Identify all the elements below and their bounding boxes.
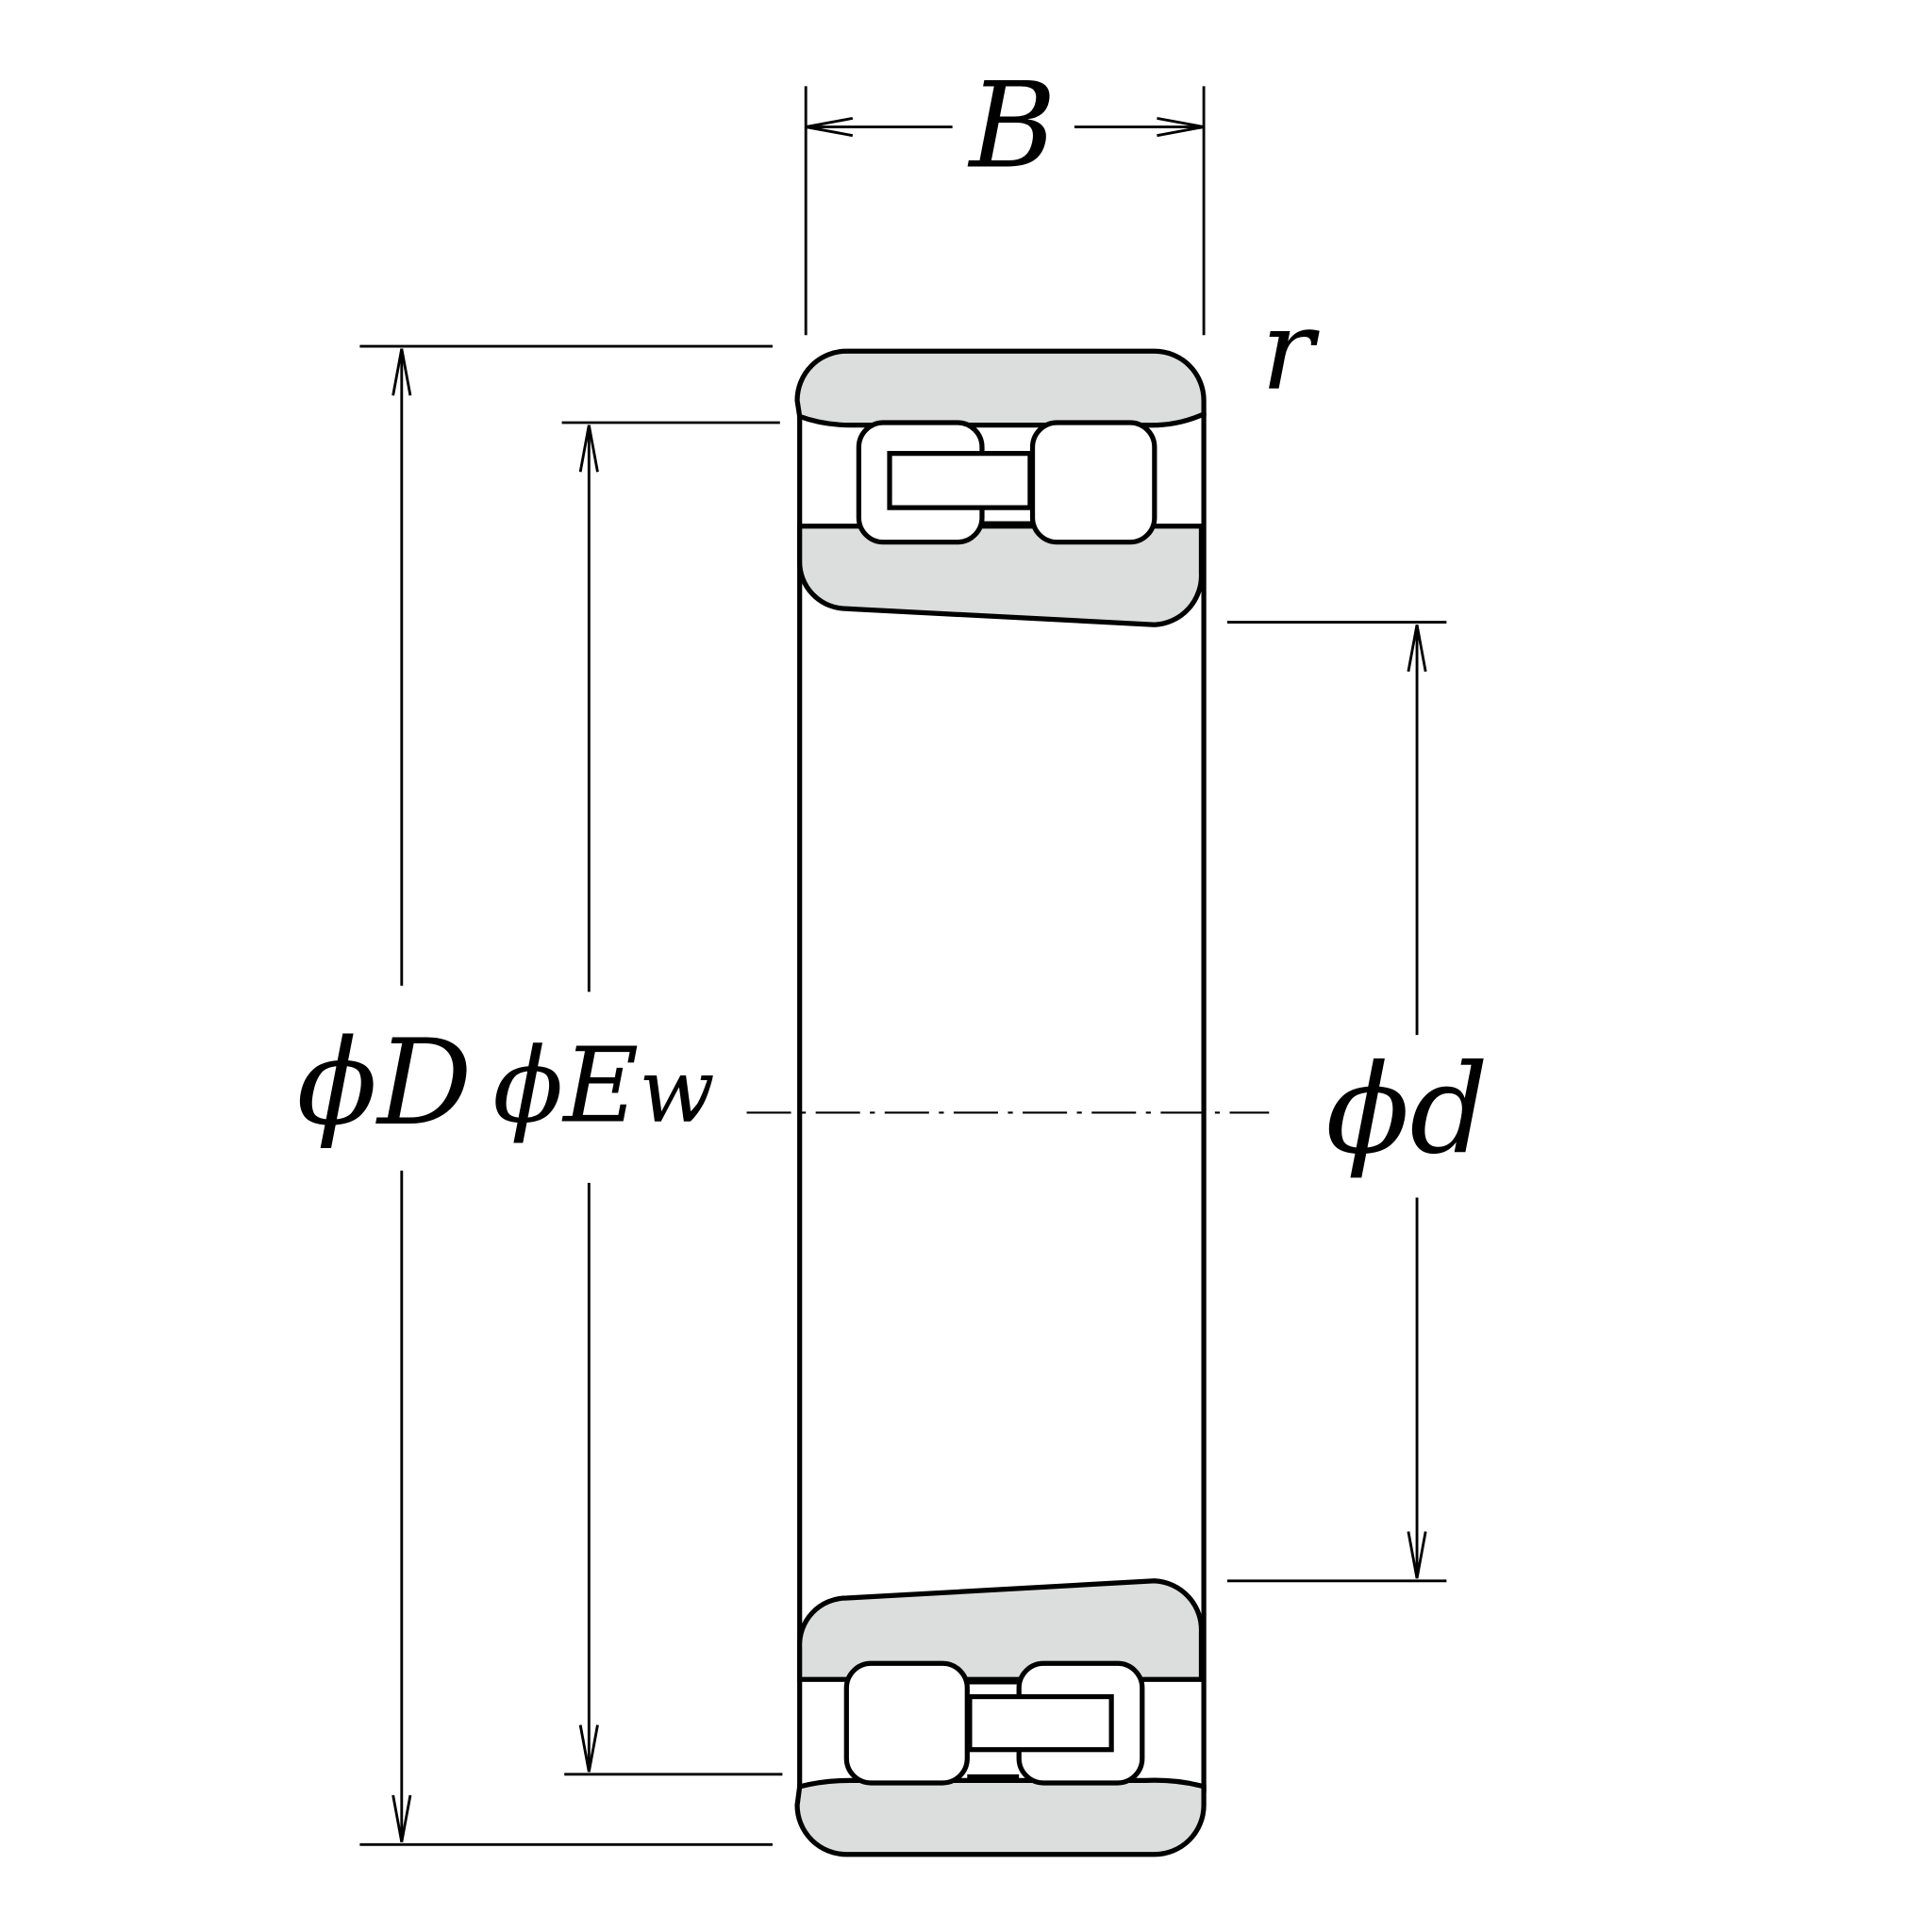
cage-bottom	[967, 1693, 1114, 1753]
phi-symbol: ϕ	[1325, 1038, 1409, 1181]
roller-set-diameter-dimension: ϕEw	[492, 421, 783, 1776]
phi-symbol: ϕ	[492, 1025, 563, 1146]
bore-diameter-dimension: ϕd	[1226, 621, 1489, 1583]
roller-set-subscript: w	[639, 1041, 715, 1143]
outer-diameter-label: D	[375, 1014, 473, 1152]
svg-text:ϕd: ϕd	[1325, 1038, 1489, 1181]
inner-ring-bottom	[797, 1578, 1205, 1682]
cage-top	[887, 451, 1033, 510]
roller-bottom-left	[843, 1660, 970, 1786]
svg-text:ϕD: ϕD	[297, 1014, 473, 1152]
outer-ring-top	[794, 348, 1207, 428]
inner-ring-top	[797, 524, 1205, 627]
roller-set-diameter-label: E	[561, 1025, 639, 1146]
chamfer-label: r	[1261, 285, 1320, 414]
phi-symbol: ϕ	[297, 1014, 377, 1152]
outer-diameter-dimension: ϕD	[297, 344, 773, 1846]
bearing-cross-section	[794, 348, 1207, 1857]
roller-top-right	[1029, 420, 1158, 545]
svg-text:ϕEw: ϕEw	[492, 1025, 714, 1146]
outer-ring-bottom	[794, 1777, 1207, 1857]
bore-diameter-label: d	[1409, 1038, 1489, 1181]
width-label: B	[968, 57, 1057, 194]
width-dimension: B	[804, 57, 1206, 336]
